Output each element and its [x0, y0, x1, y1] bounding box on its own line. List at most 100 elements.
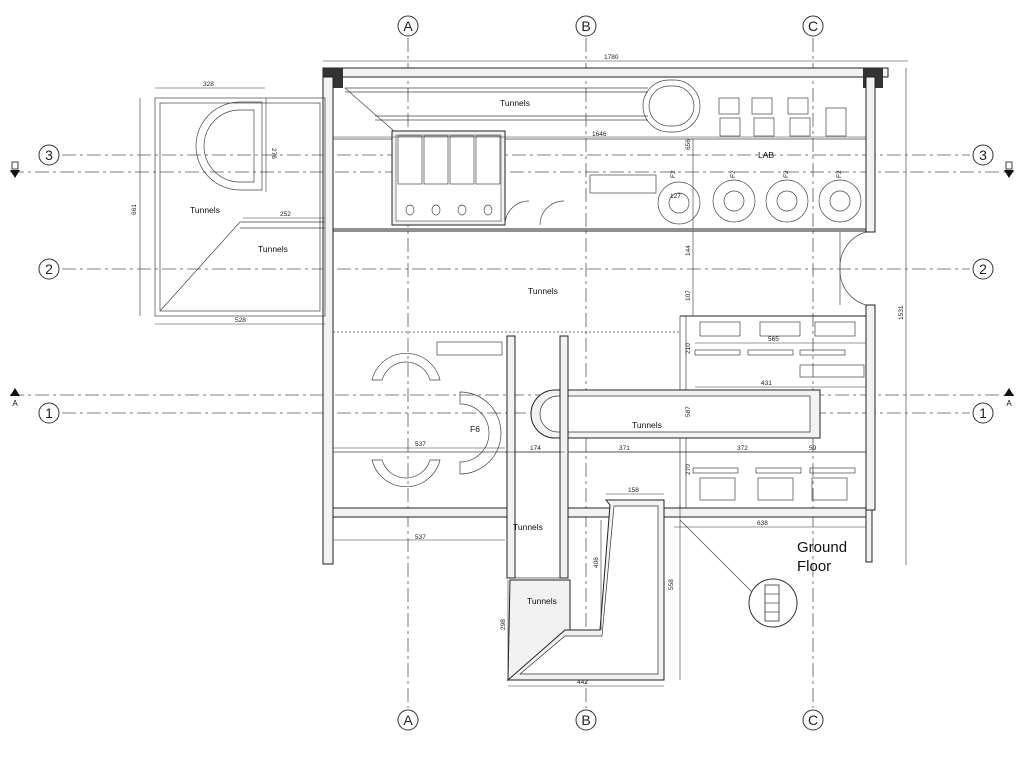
lab-bench-5	[755, 467, 802, 474]
center-tunnel-bar: Tunnels	[530, 389, 821, 439]
lab-equipment-1	[718, 97, 740, 115]
grid-label-3-left: 3	[45, 147, 53, 163]
lab-desk-1	[699, 321, 741, 337]
lab-bench-4	[692, 467, 739, 474]
toilet-stall-2	[423, 135, 449, 185]
left-wing-outline	[154, 97, 326, 317]
left-wing-capsule-inner	[203, 109, 255, 183]
dim-372: 372	[737, 445, 748, 452]
grid-label-2-left: 2	[45, 261, 53, 277]
lab-tank-f2-b	[712, 179, 756, 223]
dimension-labels: 1780 1646 328 661 276 252 528 127 565 43…	[131, 54, 905, 686]
dim-top-inner: 1646	[592, 131, 607, 138]
dim-107: 107	[685, 290, 692, 301]
f6-area: F6	[371, 341, 503, 487]
column-bottom-right	[865, 509, 873, 563]
grid-bubble-2-right: 2	[972, 258, 994, 280]
floor-label: Ground Floor	[797, 539, 847, 575]
toilet-stall-3	[449, 135, 475, 185]
dim-158: 158	[628, 487, 639, 494]
f6-seat-right	[459, 391, 502, 475]
detail-callout-leader	[679, 519, 753, 593]
grid-label-c-top: C	[808, 18, 818, 34]
label-f2-d: F2	[836, 170, 843, 178]
lab-bench-6	[809, 467, 856, 474]
room-label-tunnels-top: Tunnels	[500, 98, 530, 108]
lab-bench-3	[799, 349, 846, 356]
grid-bubble-3-right: 3	[972, 144, 994, 166]
lab-room-right	[692, 321, 865, 501]
lab-equipment-2	[751, 97, 773, 115]
detail-callout	[679, 519, 798, 628]
lab-tank-f2-a	[657, 181, 701, 225]
grid-label-1-left: 1	[45, 405, 53, 421]
top-tunnel-capsule-inner	[648, 85, 695, 127]
lab-tank-f2-c	[765, 179, 809, 223]
grid-bubble-2-left: 2	[38, 258, 60, 280]
lab-desk-3	[814, 321, 856, 337]
label-f2-c: F2	[783, 170, 790, 178]
lab-info-tag	[589, 174, 657, 194]
dim-144: 144	[685, 245, 692, 256]
lab-equipment-4	[825, 107, 847, 137]
restroom-block	[391, 130, 565, 226]
restroom-door-swing-2	[539, 200, 565, 226]
left-wing: Tunnels Tunnels	[154, 97, 326, 317]
section-mark-a-left: A	[12, 399, 18, 408]
grid-bubble-1-right: 1	[972, 402, 994, 424]
grid-lines	[10, 38, 1014, 708]
room-label-f6: F6	[470, 424, 480, 434]
door-swing-lower	[839, 269, 867, 306]
dim-left-width: 328	[203, 81, 214, 88]
top-tunnel: Tunnels	[344, 79, 701, 133]
dim-127: 127	[670, 193, 681, 200]
dim-537-bottom: 537	[415, 534, 426, 541]
vertical-tunnel: Tunnels	[506, 335, 569, 579]
lab-desk-6	[811, 477, 848, 501]
grid-bubble-a-top: A	[397, 15, 419, 37]
left-wing-diag	[159, 221, 241, 312]
vertical-tunnel-wall-left	[506, 335, 516, 579]
section-mark-a-right: A	[1006, 399, 1012, 408]
dim-656: 656	[685, 139, 692, 150]
grid-label-b-bottom: B	[581, 712, 590, 728]
room-label-tunnels-bottom-1: Tunnels	[513, 522, 543, 532]
dim-left-arm: 252	[280, 211, 291, 218]
lab-bench-1	[694, 349, 741, 356]
lab-info-tag-right	[799, 364, 865, 378]
grid-label-3-right: 3	[979, 147, 987, 163]
lab-desk-2	[759, 321, 801, 337]
section-marker-a-right: A	[1004, 388, 1014, 408]
dim-537-mid: 537	[415, 441, 426, 448]
toilet-stall-4	[475, 135, 501, 185]
grid-bubble-a-bottom: A	[397, 709, 419, 731]
lab-desk-5	[757, 477, 794, 501]
lab-equipment-3	[787, 97, 809, 115]
section-markers: A A	[10, 161, 1014, 408]
bottom-tunnel: Tunnels	[506, 499, 665, 682]
room-label-tunnels-middle: Tunnels	[528, 286, 558, 296]
dim-565: 565	[768, 336, 779, 343]
floor-label-line1: Ground	[797, 539, 847, 556]
left-wing-capsule-outer	[195, 101, 263, 191]
floor-label-line2: Floor	[797, 558, 831, 575]
left-wall	[322, 76, 334, 565]
room-label-tunnels-left-upper: Tunnels	[190, 205, 220, 215]
toilet-stall-1	[397, 135, 423, 185]
dim-442: 442	[577, 679, 588, 686]
dim-298: 298	[500, 619, 507, 630]
grid-label-1-right: 1	[979, 405, 987, 421]
section-marker-upper-left	[10, 161, 20, 178]
restroom-door-swing-1	[504, 200, 530, 226]
grid-bubble-c-bottom: C	[802, 709, 824, 731]
dim-587: 587	[685, 406, 692, 417]
vertical-tunnel-wall-right	[559, 335, 569, 579]
dim-1531: 1531	[898, 305, 905, 320]
dim-left-bottom: 528	[235, 317, 246, 324]
dim-59: 59	[809, 445, 817, 452]
dim-431: 431	[761, 380, 772, 387]
room-label-lab: LAB	[758, 150, 774, 160]
lab-tank-f2-d	[818, 179, 862, 223]
grid-bubble-1-left: 1	[38, 402, 60, 424]
